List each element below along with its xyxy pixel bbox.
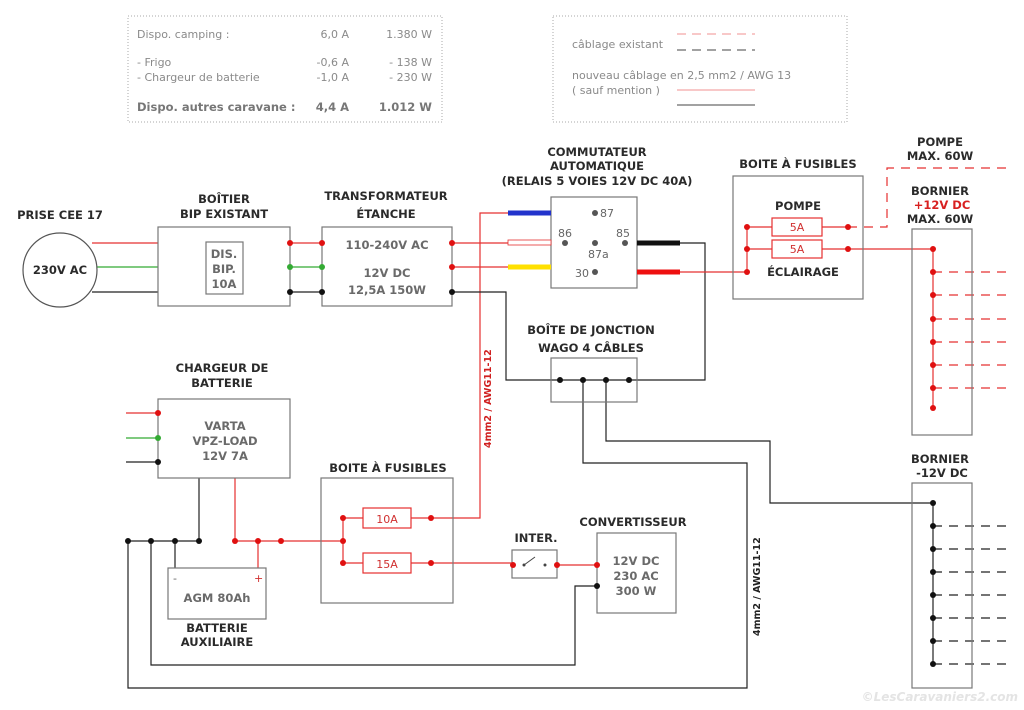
charger-text: VARTA [204,419,245,433]
battery-title: BATTERIE [186,621,248,635]
relay-title: COMMUTATEUR [547,145,646,159]
boite-jonction-wago: BOÎTE DE JONCTION WAGO 4 CÂBLES [527,322,655,403]
charger-title: CHARGEUR DE [176,361,269,375]
battery-title: AUXILIAIRE [181,635,254,649]
charger-text: VPZ-LOAD [192,434,257,448]
legend-box: câblage existant nouveau câblage en 2,5 … [552,15,848,123]
bornier-max: MAX. 60W [907,212,974,226]
fuse-label-eclairage: ÉCLAIRAGE [767,264,839,279]
fuse-15a: 15A [376,558,398,571]
total-amps: 4,4 A [316,100,349,114]
legend-new-note: ( sauf mention ) [572,84,660,97]
bip-text: BIP. [212,262,236,276]
boite-fusibles-haut: BOITE À FUSIBLES POMPE 5A 5A ÉCLAIRAGE [732,156,864,300]
row-watts: - 138 W [389,56,432,69]
legend-existing: câblage existant [572,38,664,51]
watermark: ©LesCaravaniers2.com [862,690,1018,704]
transfo-title: ÉTANCHE [356,206,415,221]
row-watts: - 230 W [389,71,432,84]
transfo-text: 110-240V AC [345,238,428,252]
row-amps: -0,6 A [317,56,350,69]
bornier-plus: BORNIER +12V DC MAX. 60W [907,184,974,436]
legend-new: nouveau câblage en 2,5 mm2 / AWG 13 [572,69,791,82]
connection-dots [125,224,936,667]
power-budget-box: Dispo. camping : 6,0 A 1.380 W - Frigo -… [127,15,443,123]
boite-fusibles-bas: BOITE À FUSIBLES 10A 15A [320,460,454,604]
row-amps: -1,0 A [317,71,350,84]
bornier-voltage: +12V DC [914,198,971,212]
pin-86: 86 [558,227,572,240]
transfo-text: 12,5A 150W [348,283,426,297]
black-wire-gauge-label: 4mm2 / AWG11-12 [752,537,763,636]
pompe-label: POMPE [917,135,963,149]
wago-title: BOÎTE DE JONCTION [527,322,655,337]
bip-title: BIP EXISTANT [180,207,268,221]
fuse-pompe: 5A [790,221,805,234]
prise-title: PRISE CEE 17 [17,208,103,222]
total-label: Dispo. autres caravane : [137,100,295,114]
battery-minus: - [173,572,177,585]
pin-30: 30 [575,267,589,280]
fuse-eclairage: 5A [790,243,805,256]
convertisseur: CONVERTISSEUR 12V DC 230 AC 300 W [579,515,687,614]
pin-85: 85 [616,227,630,240]
relay-title: (RELAIS 5 VOIES 12V DC 40A) [502,174,693,188]
pin-87: 87 [600,207,614,220]
chargeur-batterie: CHARGEUR DE BATTERIE VARTA VPZ-LOAD 12V … [157,361,291,479]
total-watts: 1.012 W [379,100,432,114]
transfo-title: TRANSFORMATEUR [324,189,447,203]
row-label: Dispo. camping : [137,28,229,41]
fuse-10a: 10A [376,513,398,526]
charger-text: 12V 7A [202,449,248,463]
interrupteur: INTER. [511,531,558,579]
bornier-voltage: -12V DC [916,466,968,480]
row-watts: 1.380 W [386,28,432,41]
bornier-title: BORNIER [911,184,969,198]
pompe-label: MAX. 60W [907,149,974,163]
wago-title: WAGO 4 CÂBLES [538,340,644,355]
row-label: - Frigo [137,56,172,69]
fuse-box-title: BOITE À FUSIBLES [739,156,856,171]
red-wire-gauge-label: 4mm2 / AWG11-12 [483,349,494,448]
transfo-text: 12V DC [364,266,411,280]
pin-87a: 87a [588,248,609,261]
batterie-auxiliaire: - + AGM 80Ah BATTERIE AUXILIAIRE [167,567,267,649]
white-sleeve [507,239,552,246]
battery-text: AGM 80Ah [184,591,251,605]
fuse-box-title: BOITE À FUSIBLES [329,460,446,475]
converter-title: CONVERTISSEUR [579,515,686,529]
charger-title: BATTERIE [191,376,253,390]
prise-cee17: PRISE CEE 17 230V AC [17,208,103,308]
fuse-label-pompe: POMPE [775,199,821,213]
bip-title: BOÎTIER [198,191,250,206]
converter-text: 230 AC [613,569,658,583]
inter-title: INTER. [514,531,557,545]
converter-text: 12V DC [613,554,660,568]
bornier-minus: BORNIER -12V DC [911,452,973,689]
row-amps: 6,0 A [320,28,349,41]
row-label: - Chargeur de batterie [137,71,260,84]
boitier-bip: BOÎTIER BIP EXISTANT DIS. BIP. 10A [157,191,291,307]
bip-text: DIS. [211,247,237,261]
bornier-title: BORNIER [911,452,969,466]
relais-commutateur: COMMUTATEUR AUTOMATIQUE (RELAIS 5 VOIES … [502,145,693,289]
relay-title: AUTOMATIQUE [550,159,644,173]
transformateur: TRANSFORMATEUR ÉTANCHE 110-240V AC 12V D… [321,189,453,307]
battery-plus: + [254,572,263,585]
bip-text: 10A [212,277,237,291]
converter-text: 300 W [616,584,657,598]
prise-voltage: 230V AC [33,263,87,277]
